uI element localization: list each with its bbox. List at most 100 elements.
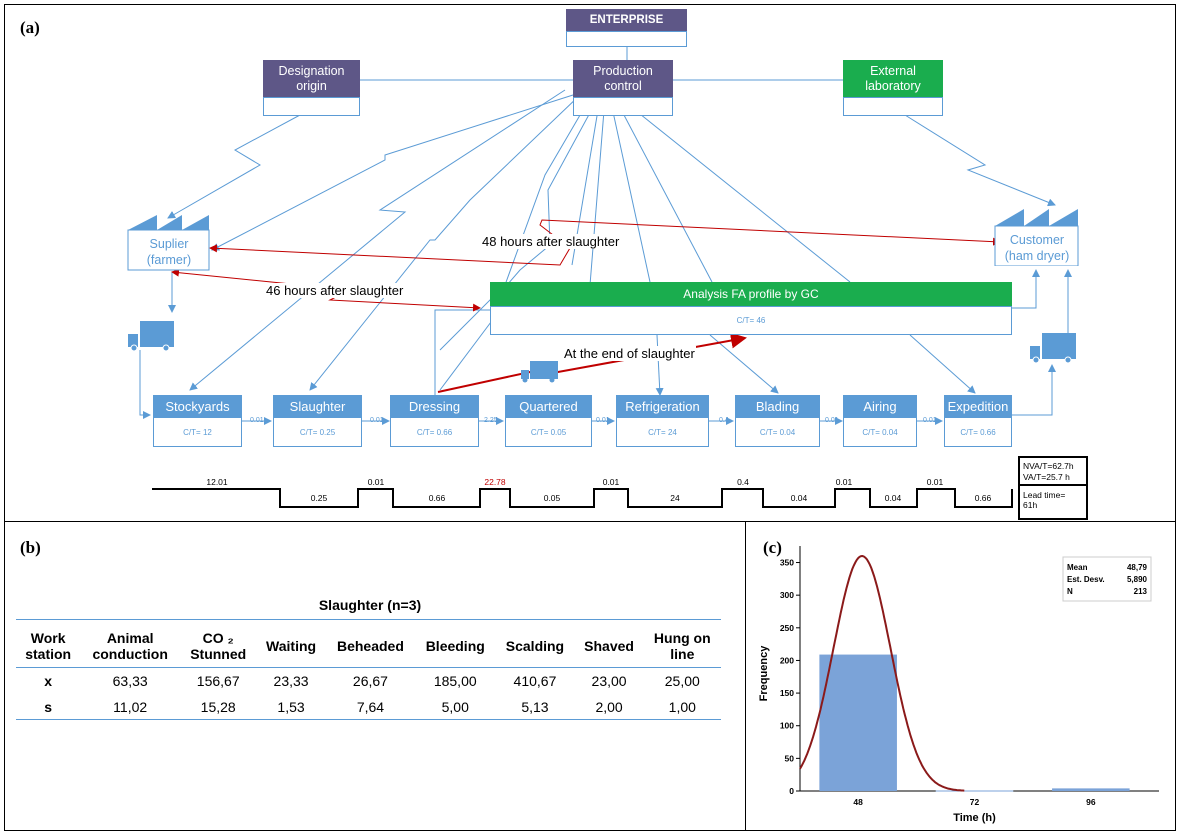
slaughter-table: Work station Animal conduction CO ₂ Stun… bbox=[16, 625, 721, 720]
process-name: Airing bbox=[844, 396, 916, 418]
timeline-upper: 0.01 bbox=[835, 477, 853, 487]
process-ct: C/T= 12 bbox=[183, 428, 212, 437]
stats-value: 48,79 bbox=[1127, 563, 1148, 572]
nva-value: NVA/T=62.7h bbox=[1023, 461, 1074, 471]
panel-label-c: (c) bbox=[763, 538, 782, 557]
table-header: Bleeding bbox=[425, 637, 485, 654]
annotation-48h: 48 hours after slaughter bbox=[481, 234, 621, 249]
between-value: 0.01 bbox=[923, 417, 937, 424]
table-cell: 11,02 bbox=[113, 698, 148, 715]
timeline-upper: 0.4 bbox=[737, 477, 749, 487]
timeline-upper: 0.01 bbox=[926, 477, 944, 487]
timeline-upper: 12.01 bbox=[206, 477, 228, 487]
y-tick-label: 50 bbox=[785, 753, 795, 763]
process-name: Slaughter bbox=[274, 396, 361, 418]
table-cell: 23,33 bbox=[273, 673, 309, 690]
process-ct: C/T= 0.66 bbox=[416, 428, 453, 437]
enterprise-box-header: ENTERPRISE bbox=[566, 9, 687, 31]
customer-factory-icon bbox=[994, 209, 1079, 266]
between-value: 0.4 bbox=[719, 417, 729, 424]
stats-label: Est. Desv. bbox=[1067, 575, 1105, 584]
process-name: Expedition bbox=[945, 396, 1011, 418]
y-tick-label: 350 bbox=[780, 558, 794, 568]
timeline-upper-highlight: 22.78 bbox=[484, 477, 506, 487]
table-cell: 410,67 bbox=[513, 673, 557, 690]
x-tick-label: 72 bbox=[970, 797, 980, 807]
supplier-label: Suplier (farmer) bbox=[146, 237, 192, 267]
table-cell: 1,53 bbox=[277, 698, 305, 715]
table-cell: s bbox=[44, 698, 53, 715]
designation-origin-box: Designation origin bbox=[263, 60, 360, 97]
y-tick-label: 100 bbox=[780, 721, 794, 731]
table-cell: 2,00 bbox=[595, 698, 623, 715]
process-name: Quartered bbox=[506, 396, 591, 418]
normal-curve bbox=[799, 554, 965, 792]
process-ct: C/T= 0.25 bbox=[299, 428, 336, 437]
timeline-lower: 0.25 bbox=[310, 493, 328, 503]
y-axis-title: Frequency bbox=[758, 645, 770, 702]
timeline-line bbox=[152, 488, 1013, 508]
process-ct: C/T= 0.04 bbox=[759, 428, 796, 437]
table-cell: 1,00 bbox=[668, 698, 696, 715]
table-cell: 26,67 bbox=[352, 673, 388, 690]
lead-time: Lead time= 61h bbox=[1023, 490, 1066, 510]
table-cell: 185,00 bbox=[433, 673, 477, 690]
table-title: Slaughter (n=3) bbox=[318, 597, 422, 613]
table-cell: 7,64 bbox=[356, 698, 385, 715]
table-header: CO ₂ Stunned bbox=[190, 629, 247, 662]
between-value: 0.01 bbox=[370, 417, 384, 424]
process-name: Dressing bbox=[391, 396, 478, 418]
table-header: Animal conduction bbox=[92, 629, 168, 662]
annotation-end: At the end of slaughter bbox=[563, 346, 696, 361]
x-tick-label: 96 bbox=[1086, 797, 1096, 807]
timeline-lower: 0.66 bbox=[974, 493, 992, 503]
x-axis-title: Time (h) bbox=[953, 812, 996, 824]
between-value: 0.01 bbox=[825, 417, 839, 424]
process-name: Blading bbox=[736, 396, 819, 418]
timeline-lower: 0.66 bbox=[428, 493, 446, 503]
y-tick-label: 200 bbox=[780, 655, 794, 665]
annotation-46h: 46 hours after slaughter bbox=[265, 283, 405, 298]
between-value: 0.01 bbox=[250, 417, 264, 424]
panel-c-frame bbox=[745, 521, 1176, 831]
timeline-upper: 0.01 bbox=[367, 477, 385, 487]
truck-icon-dressing bbox=[521, 361, 558, 383]
timeline-lower: 0.04 bbox=[884, 493, 902, 503]
summary-divider bbox=[1020, 484, 1086, 486]
stats-box bbox=[1062, 556, 1152, 602]
process-ct: C/T= 24 bbox=[648, 428, 677, 437]
stats-value: 5,890 bbox=[1127, 575, 1148, 584]
truck-icon-customer bbox=[1030, 333, 1076, 364]
process-ct: C/T= 0.04 bbox=[862, 428, 898, 437]
analysis-box-header: Analysis FA profile by GC bbox=[490, 282, 1012, 306]
table-header: Beheaded bbox=[336, 637, 404, 654]
panel-label-b: (b) bbox=[20, 538, 41, 557]
external-laboratory-box: External laboratory bbox=[843, 60, 943, 97]
table-cell: 25,00 bbox=[664, 673, 700, 690]
production-control-box: Production control bbox=[573, 60, 673, 97]
production-control-body bbox=[573, 97, 673, 116]
table-cell: 23,00 bbox=[591, 673, 627, 690]
table-row: s 11,02 15,28 1,53 7,64 5,00 5,13 2,00 1… bbox=[16, 695, 721, 719]
stats-label: N bbox=[1067, 587, 1073, 596]
stats-value: 213 bbox=[1134, 587, 1148, 596]
table-header: Scalding bbox=[505, 637, 565, 654]
truck-icon-supplier bbox=[128, 321, 174, 352]
va-value: VA/T=25.7 h bbox=[1023, 472, 1070, 482]
external-laboratory-body bbox=[843, 97, 943, 116]
table-header: Hung on line bbox=[653, 629, 711, 662]
table-row: x 63,33 156,67 23,33 26,67 185,00 410,67… bbox=[16, 667, 721, 695]
table-cell: x bbox=[44, 673, 53, 690]
process-ct: C/T= 0.05 bbox=[530, 428, 567, 437]
between-value: 0.01 bbox=[596, 417, 610, 424]
